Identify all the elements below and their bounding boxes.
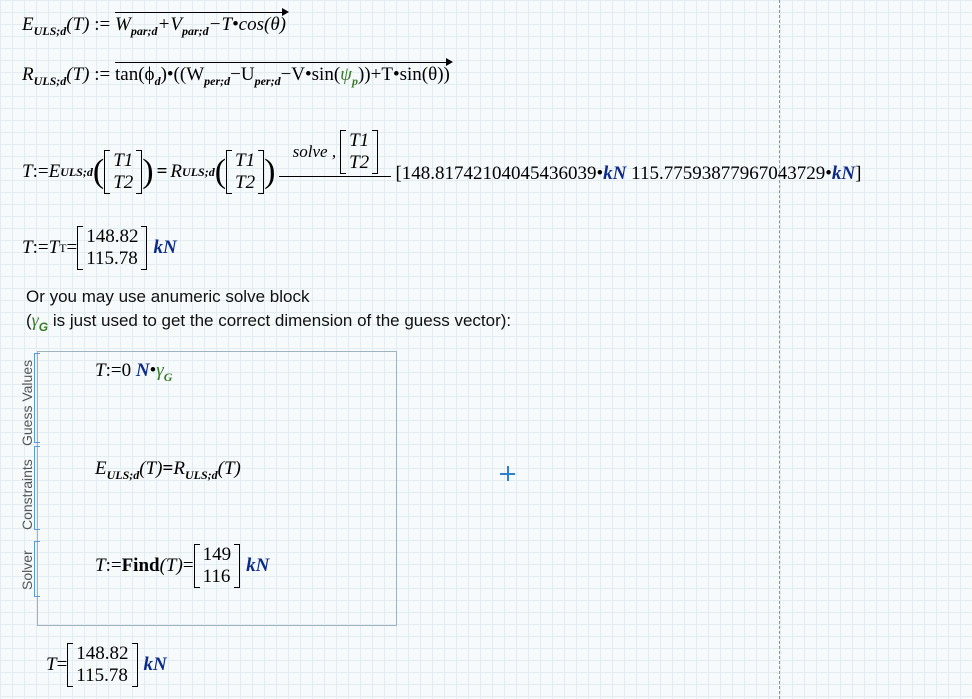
label-constraints: Constraints xyxy=(19,459,35,530)
solve-block[interactable] xyxy=(37,351,397,626)
guess-values-bracket xyxy=(34,353,40,443)
solver-bracket xyxy=(34,541,40,597)
text-note-line1[interactable]: Or you may use anumeric solve block xyxy=(26,287,310,306)
arrow-icon xyxy=(279,175,392,177)
text-note-line2[interactable]: (γG is just used to get the correct dime… xyxy=(26,310,512,334)
label-solver: Solver xyxy=(19,550,35,590)
vectorized-expression: tan(ϕd)•((Wper;d−Uper;d−V•sin(ψp))+T•sin… xyxy=(115,62,450,88)
crosshair-cursor-icon[interactable] xyxy=(500,466,515,481)
vectorized-expression: Wpar;d+Vpar;d−T•cos(θ) xyxy=(115,12,286,38)
equation-e-uls[interactable]: EULS;d(T) := Wpar;d+Vpar;d−T•cos(θ) xyxy=(22,12,286,38)
e-symbol: E xyxy=(22,14,34,35)
constraints-bracket xyxy=(34,446,40,530)
label-guess-values: Guess Values xyxy=(19,359,35,446)
page-margin-line xyxy=(779,0,780,699)
symbolic-result: [148.81742104045436039•kN 115.7759387796… xyxy=(395,163,862,184)
equation-r-uls[interactable]: RULS;d(T) := tan(ϕd)•((Wper;d−Uper;d−V•s… xyxy=(22,62,450,88)
constraint-expression[interactable]: EULS;d(T)=RULS;d(T) xyxy=(95,458,241,482)
guess-value-expression[interactable]: T:=0 N•γG xyxy=(95,360,173,384)
